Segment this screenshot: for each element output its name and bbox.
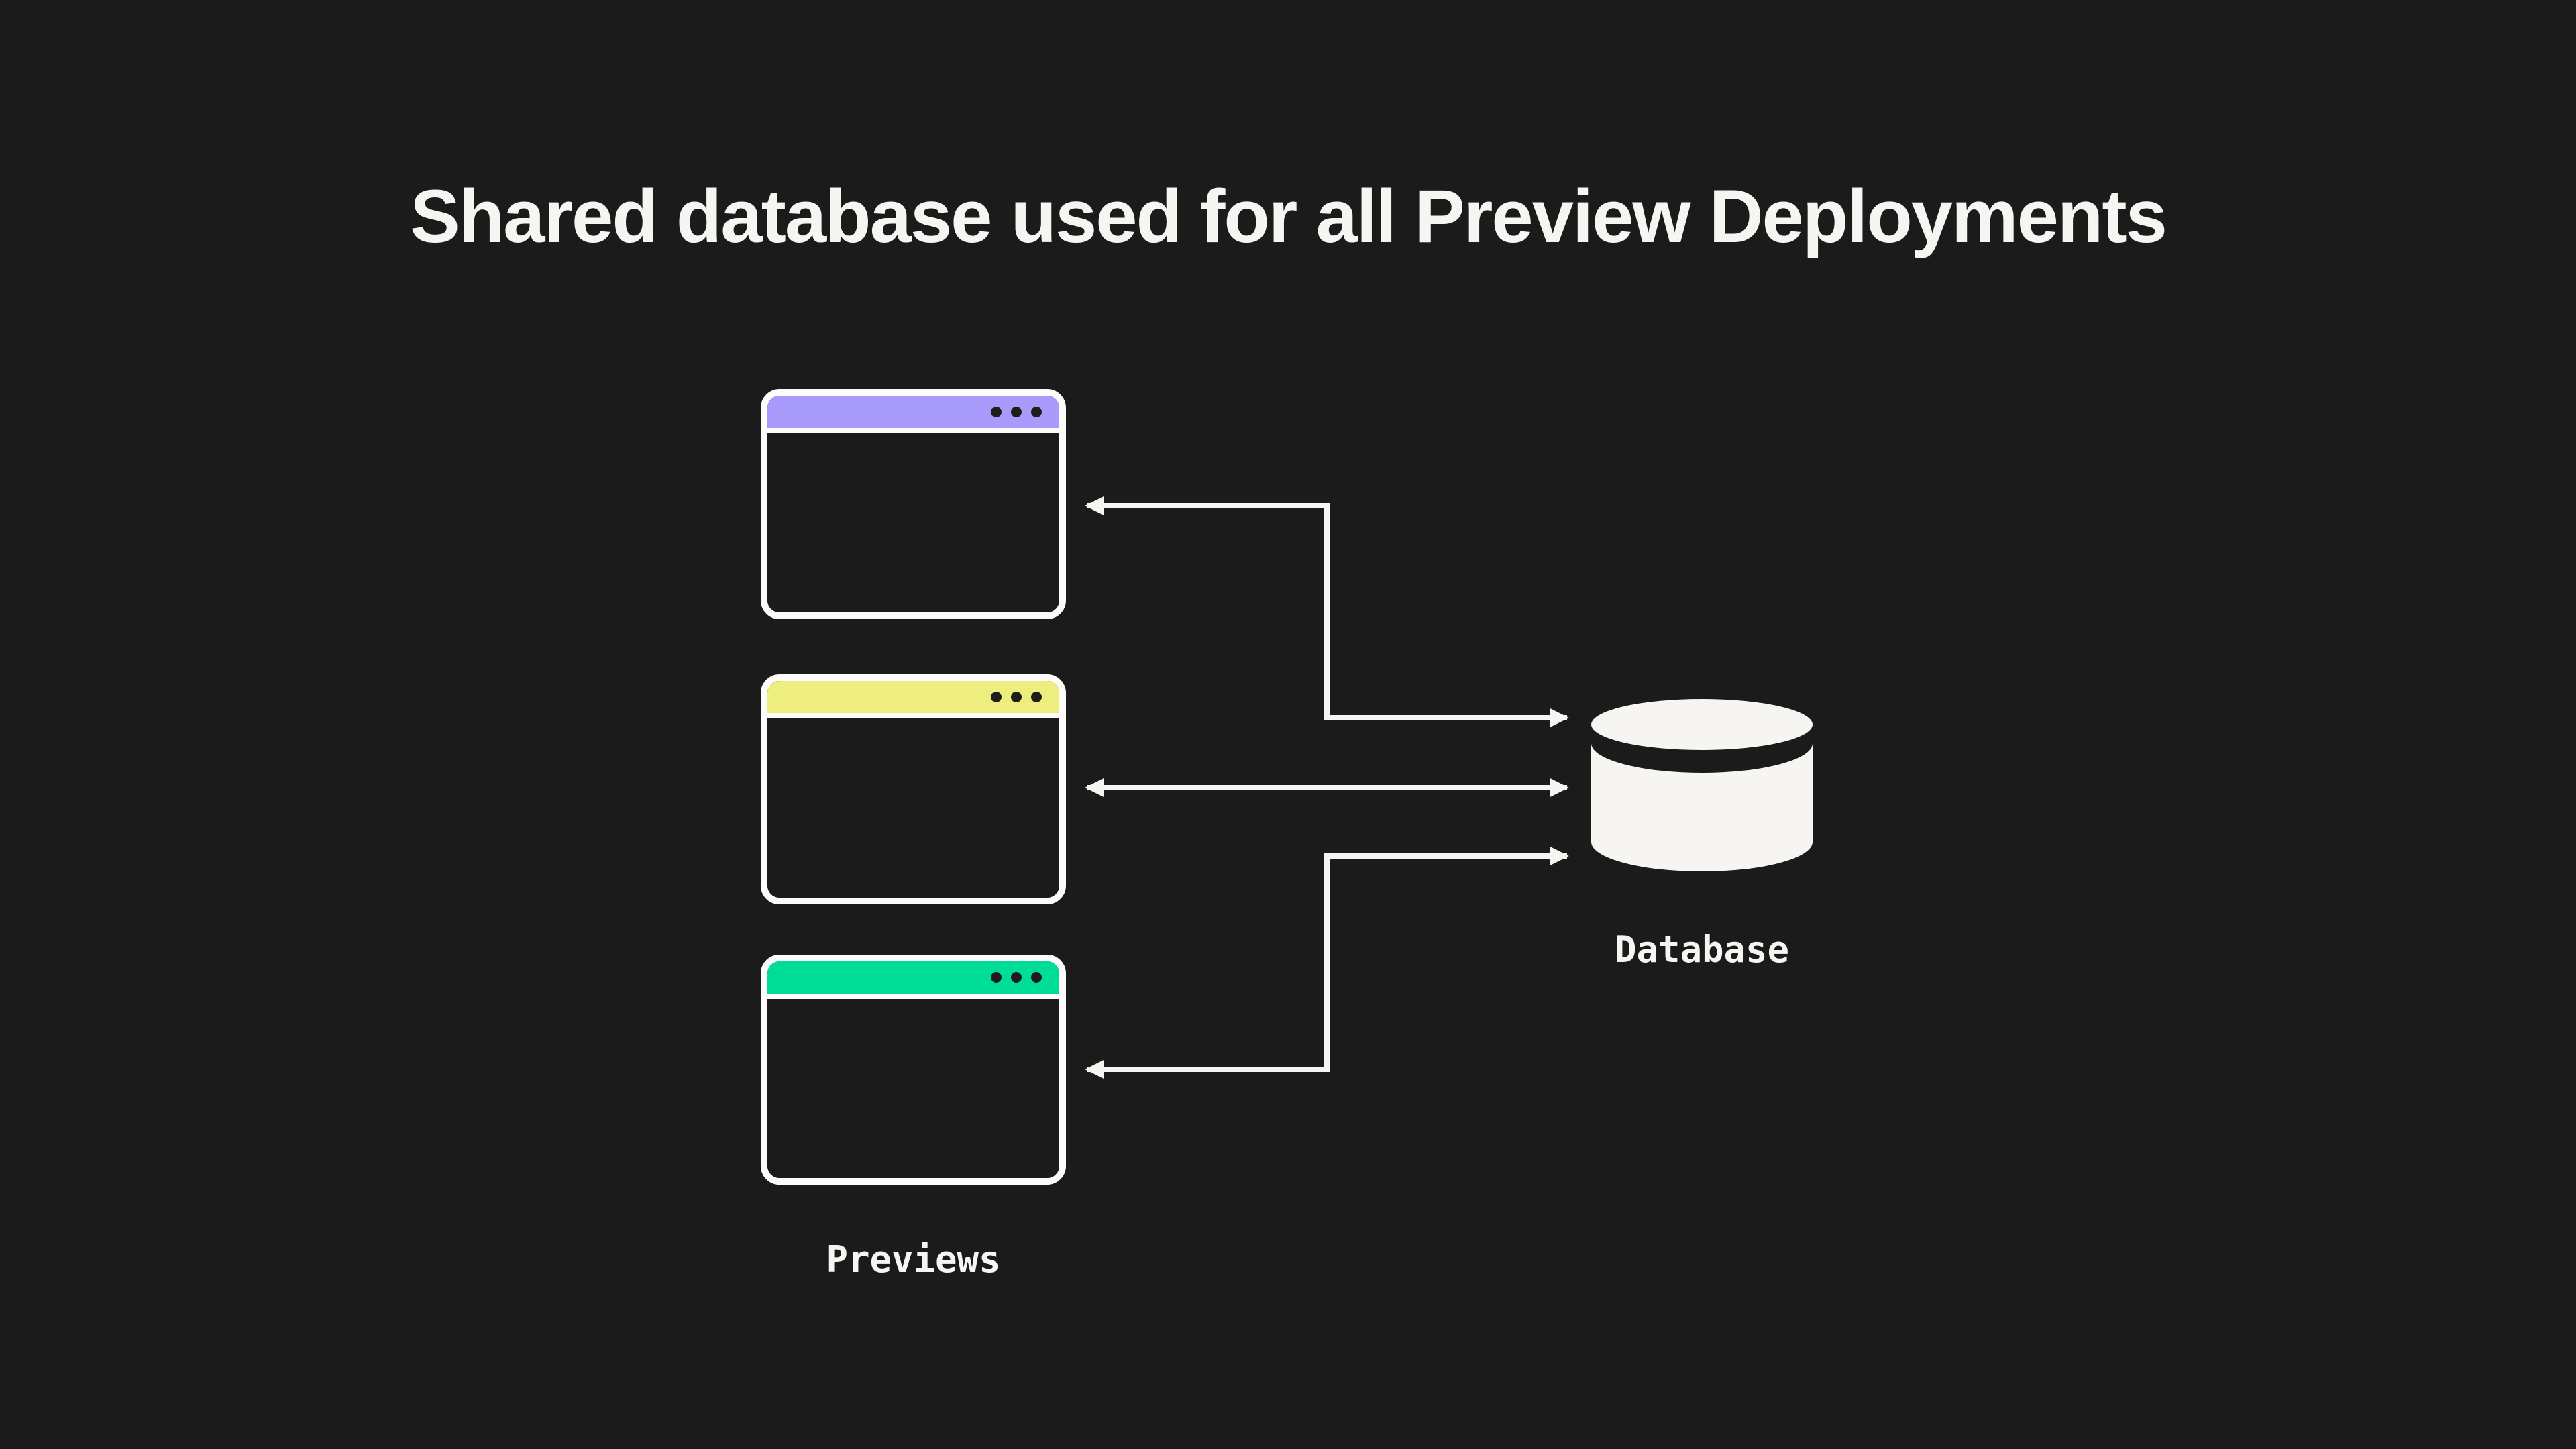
preview-window-1-header xyxy=(767,396,1059,433)
diagram-title: Shared database used for all Preview Dep… xyxy=(410,174,2167,258)
window-dot xyxy=(1011,692,1022,702)
database-icon-body xyxy=(1591,743,1813,871)
preview-window-1 xyxy=(761,389,1066,619)
preview-window-2-header xyxy=(767,681,1059,718)
database-label: Database xyxy=(1614,928,1790,971)
window-dot xyxy=(991,692,1002,702)
window-dot xyxy=(1011,407,1022,417)
preview-window-3-body xyxy=(767,999,1059,1178)
connection-preview-3-database xyxy=(1085,846,1569,1079)
window-dot xyxy=(1011,972,1022,983)
window-dot xyxy=(1031,972,1042,983)
preview-window-3 xyxy=(761,955,1066,1185)
window-dot xyxy=(1031,692,1042,702)
database-icon-lid xyxy=(1591,699,1813,750)
window-dot xyxy=(991,972,1002,983)
preview-window-2 xyxy=(761,674,1066,904)
preview-window-2-body xyxy=(767,718,1059,898)
window-dot xyxy=(991,407,1002,417)
preview-window-3-header xyxy=(767,961,1059,999)
window-dot xyxy=(1031,407,1042,417)
connection-preview-1-database xyxy=(1085,496,1569,728)
database-icon-seam xyxy=(1591,703,1813,762)
previews-label: Previews xyxy=(826,1238,1001,1281)
preview-window-1-body xyxy=(767,433,1059,612)
